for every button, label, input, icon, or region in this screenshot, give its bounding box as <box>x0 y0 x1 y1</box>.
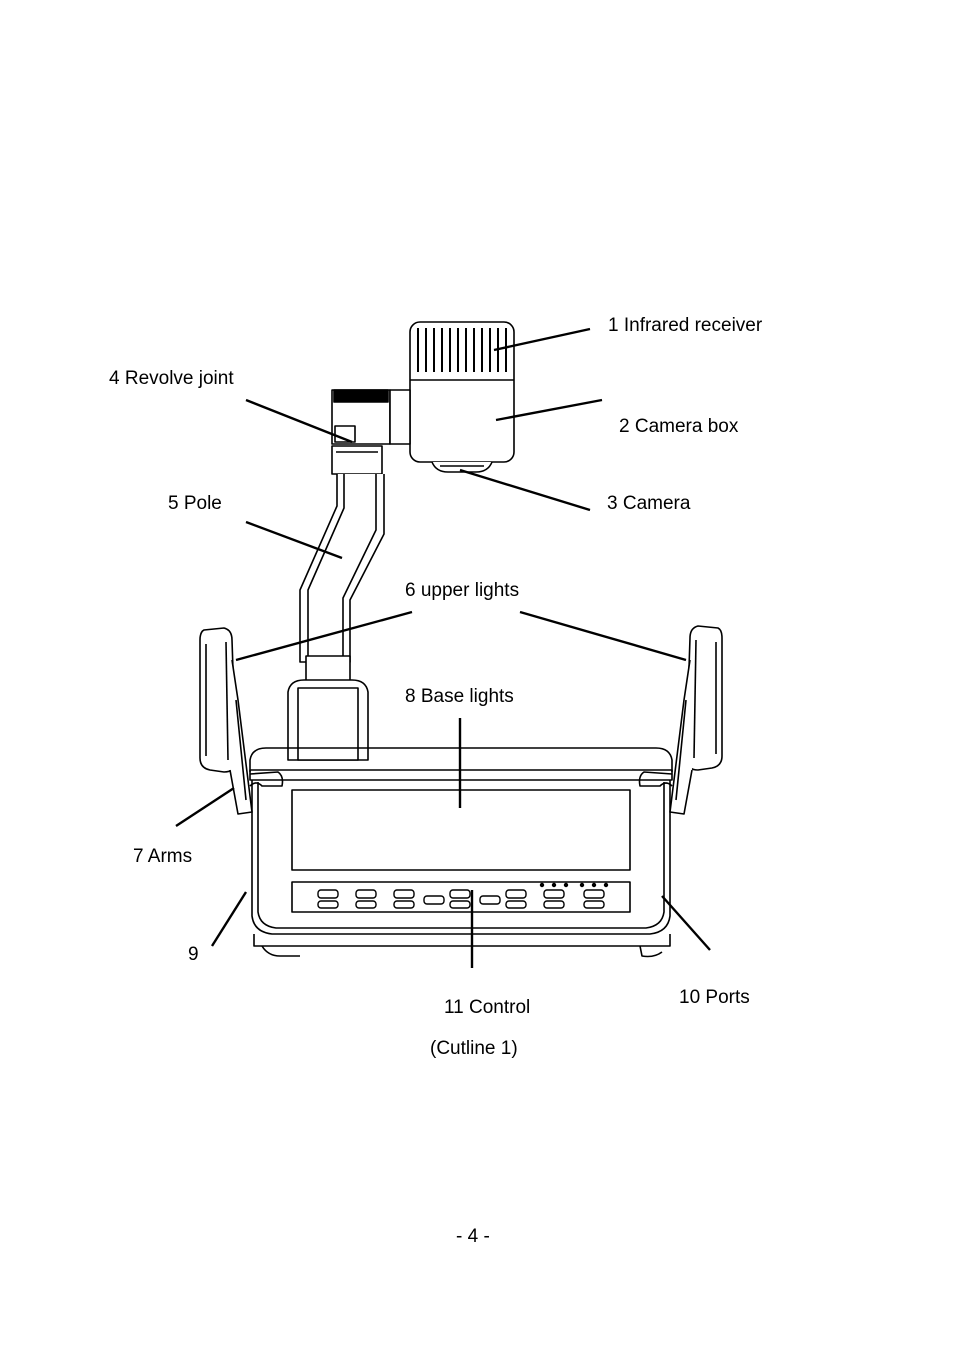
pole <box>299 474 385 689</box>
label-arms: 7 Arms <box>133 846 193 867</box>
label-camera-box: 2 Camera box <box>619 416 739 437</box>
left-light <box>199 627 284 815</box>
page-number: - 4 - <box>456 1226 490 1247</box>
label-revolve-joint: 4 Revolve joint <box>109 368 234 389</box>
label-camera: 3 Camera <box>607 493 691 514</box>
right-light <box>638 625 723 815</box>
label-control: 11 Control <box>444 997 531 1018</box>
label-ports: 10 Ports <box>679 987 750 1008</box>
label-infrared-receiver: 1 Infrared receiver <box>608 315 763 336</box>
camera-lens <box>431 461 493 473</box>
label-upper-lights: 6 upper lights <box>405 580 520 601</box>
revolve-joint <box>331 389 411 475</box>
control-buttons <box>317 889 605 909</box>
indicator-dots <box>539 882 609 888</box>
control-panel <box>291 881 631 913</box>
label-nine: 9 <box>188 944 199 965</box>
label-base-lights: 8 Base lights <box>405 686 514 707</box>
camera-head <box>409 321 515 473</box>
leader-lines <box>175 327 711 968</box>
figure-caption: (Cutline 1) <box>430 1038 518 1059</box>
label-pole: 5 Pole <box>168 493 222 514</box>
infrared-receiver-grille <box>417 328 507 372</box>
